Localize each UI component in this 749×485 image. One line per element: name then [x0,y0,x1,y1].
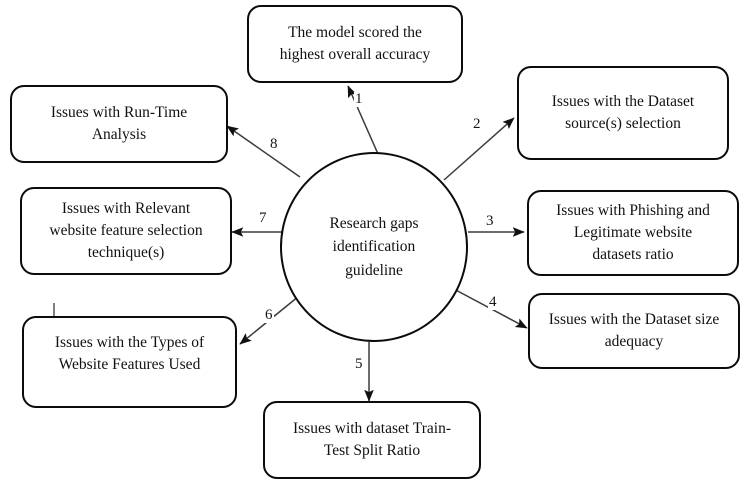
node-box-feature-selection-technique[interactable]: Issues with Relevant website feature sel… [20,187,232,275]
node-box-dataset-size-adequacy[interactable]: Issues with the Dataset size adequacy [528,293,740,369]
node-box-phishing-legitimate-ratio[interactable]: Issues with Phishing and Legitimate webs… [527,190,739,276]
edge-label-7: 7 [258,210,268,226]
node-box-label: Issues with the Dataset source(s) select… [551,93,695,132]
edge-arrow-2 [443,117,515,181]
edge-label-4: 4 [488,294,498,310]
node-box-website-features-types[interactable]: Issues with the Types of Website Feature… [22,316,237,408]
node-box-label: Issues with Relevant website feature sel… [49,200,203,261]
edge-label-5: 5 [354,356,364,372]
node-box-run-time-analysis[interactable]: Issues with Run-Time Analysis [10,85,228,163]
center-node-label: Research gaps identification guideline [329,215,419,279]
node-box-label: Issues with the Types of Website Feature… [54,334,205,373]
node-box-dataset-source-selection[interactable]: Issues with the Dataset source(s) select… [517,66,729,160]
edge-arrow-1 [347,85,383,164]
node-box-label: The model scored the highest overall acc… [279,24,431,63]
node-box-label: Issues with dataset Train- Test Split Ra… [292,420,451,459]
node-box-model-accuracy[interactable]: The model scored the highest overall acc… [247,5,463,83]
node-box-label: Issues with Phishing and Legitimate webs… [556,202,710,263]
center-node-research-gaps[interactable]: Research gaps identification guideline [280,152,468,342]
node-box-label: Issues with the Dataset size adequacy [548,311,720,350]
edge-label-1: 1 [354,91,364,107]
edge-label-6: 6 [264,307,274,323]
node-box-label: Issues with Run-Time Analysis [50,104,188,143]
edge-label-3: 3 [485,213,495,229]
edge-label-2: 2 [472,116,482,132]
edge-label-8: 8 [269,136,279,152]
edge-arrow-8 [226,125,301,178]
node-box-train-test-split-ratio[interactable]: Issues with dataset Train- Test Split Ra… [263,401,481,479]
